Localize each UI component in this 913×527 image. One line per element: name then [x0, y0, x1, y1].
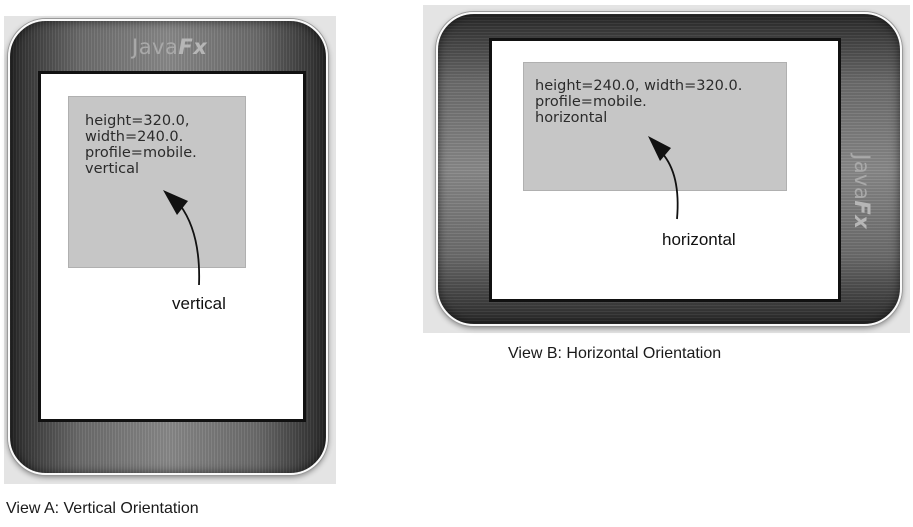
view-a-logo-java: Java [132, 35, 179, 59]
view-a-annotation-label: vertical [172, 294, 226, 313]
view-b-annotation-label: horizontal [662, 230, 736, 249]
view-b-info-panel: height=240.0, width=320.0. profile=mobil… [523, 62, 787, 191]
view-a-caption: View A: Vertical Orientation [6, 500, 199, 517]
view-a-info-line-3: profile=mobile. [85, 145, 197, 161]
view-a-info-line-2: width=240.0. [85, 129, 184, 145]
view-b-info-line-3: horizontal [535, 110, 608, 126]
view-a-info-line-4: vertical [85, 161, 140, 177]
view-b-screen: height=240.0, width=320.0. profile=mobil… [489, 38, 841, 302]
view-a-javafx-logo: JavaFx [132, 35, 207, 59]
view-b-caption: View B: Horizontal Orientation [508, 345, 722, 362]
view-b-info-line-2: profile=mobile. [535, 94, 647, 110]
view-b-info-line-1: height=240.0, width=320.0. [535, 78, 743, 94]
view-a-info-panel: height=320.0, width=240.0. profile=mobil… [68, 96, 246, 268]
view-a-info-line-1: height=320.0, [85, 113, 190, 129]
view-a-logo-fx: Fx [178, 35, 208, 59]
view-a-screen: height=320.0, width=240.0. profile=mobil… [38, 71, 306, 422]
